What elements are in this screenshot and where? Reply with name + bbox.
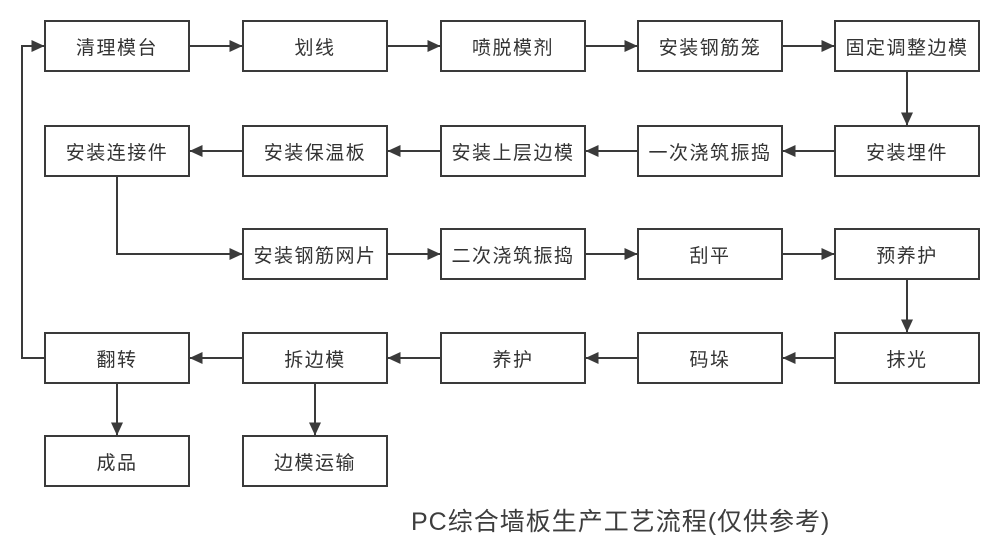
flow-node-marking: 划线 (242, 20, 388, 72)
flow-node-install-connectors: 安装连接件 (44, 125, 190, 177)
flow-node-troweling: 抹光 (834, 332, 980, 384)
flow-node-side-form-transport: 边模运输 (242, 435, 388, 487)
flow-node-flipping: 翻转 (44, 332, 190, 384)
flow-node-remove-side-forms: 拆边模 (242, 332, 388, 384)
flow-node-pre-curing: 预养护 (834, 228, 980, 280)
edge-flipping-to-clean-loop (21, 40, 45, 359)
flow-node-curing: 养护 (440, 332, 586, 384)
flow-node-spray-release-agent: 喷脱模剂 (440, 20, 586, 72)
flow-node-first-pour-vibrate: 一次浇筑振捣 (637, 125, 783, 177)
flow-node-screeding: 刮平 (637, 228, 783, 280)
flow-node-stacking: 码垛 (637, 332, 783, 384)
flow-node-install-upper-side-forms: 安装上层边模 (440, 125, 586, 177)
flow-node-install-insulation-board: 安装保温板 (242, 125, 388, 177)
flow-node-install-embedded-parts: 安装埋件 (834, 125, 980, 177)
flow-node-install-rebar-mesh: 安装钢筋网片 (242, 228, 388, 280)
flow-node-finished-product: 成品 (44, 435, 190, 487)
flow-node-fix-adjust-side-forms: 固定调整边模 (834, 20, 980, 72)
flow-node-second-pour-vibrate: 二次浇筑振捣 (440, 228, 586, 280)
edge-connectors-to-rebar-mesh (116, 177, 243, 260)
flow-node-clean-mold-table: 清理模台 (44, 20, 190, 72)
diagram-title: PC综合墙板生产工艺流程(仅供参考) (411, 508, 831, 536)
flow-node-install-rebar-cage: 安装钢筋笼 (637, 20, 783, 72)
